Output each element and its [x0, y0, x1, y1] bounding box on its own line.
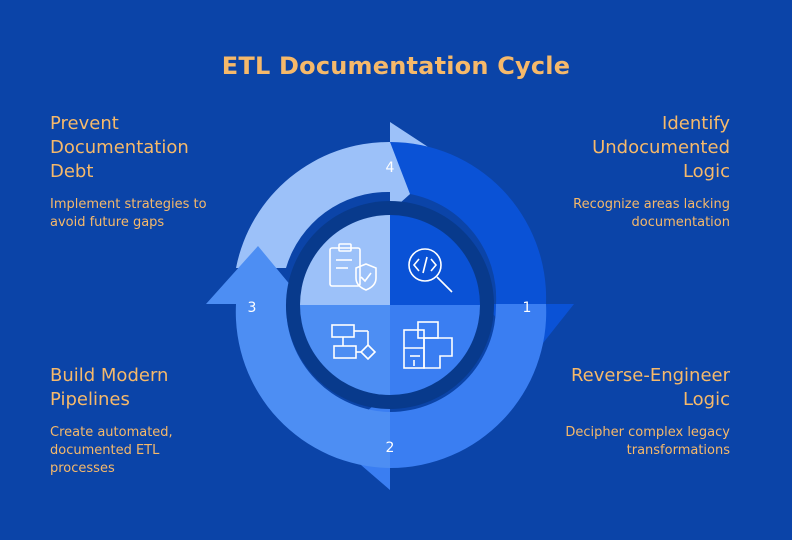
flowchart-icon [331, 324, 377, 361]
step-2-text: Reverse-Engineer Logic Decipher complex … [555, 364, 730, 460]
step-4-text: Prevent Documentation Debt Implement str… [50, 112, 225, 232]
quadrant-bottom-right [390, 305, 480, 395]
step-3-number: 3 [248, 300, 257, 316]
step-2-description: Decipher complex legacy transformations [565, 425, 730, 458]
segment-4-arrow [236, 122, 448, 268]
step-1-number: 1 [523, 300, 532, 316]
step-1-text: Identify Undocumented Logic Recognize ar… [555, 112, 730, 232]
step-3-title: Build Modern Pipelines [50, 365, 169, 410]
quadrant-top-right [390, 215, 480, 305]
segment-3-arrow [206, 246, 390, 468]
checklist-shield-icon [329, 243, 377, 291]
step-1-description: Recognize areas lacking documentation [573, 197, 730, 230]
step-2-number: 2 [386, 440, 395, 456]
step-4-number: 4 [386, 160, 395, 176]
step-4-title: Prevent Documentation Debt [50, 113, 189, 182]
code-search-icon [408, 248, 453, 293]
step-3-text: Build Modern Pipelines Create automated,… [50, 364, 225, 478]
step-1-title: Identify Undocumented Logic [592, 113, 730, 182]
blueprint-icon [403, 321, 453, 369]
quadrant-bottom-left [300, 305, 390, 395]
step-3-description: Create automated, documented ETL process… [50, 425, 173, 476]
step-4-description: Implement strategies to avoid future gap… [50, 197, 207, 230]
step-2-title: Reverse-Engineer Logic [570, 365, 730, 410]
diagram-title: ETL Documentation Cycle [221, 52, 571, 80]
